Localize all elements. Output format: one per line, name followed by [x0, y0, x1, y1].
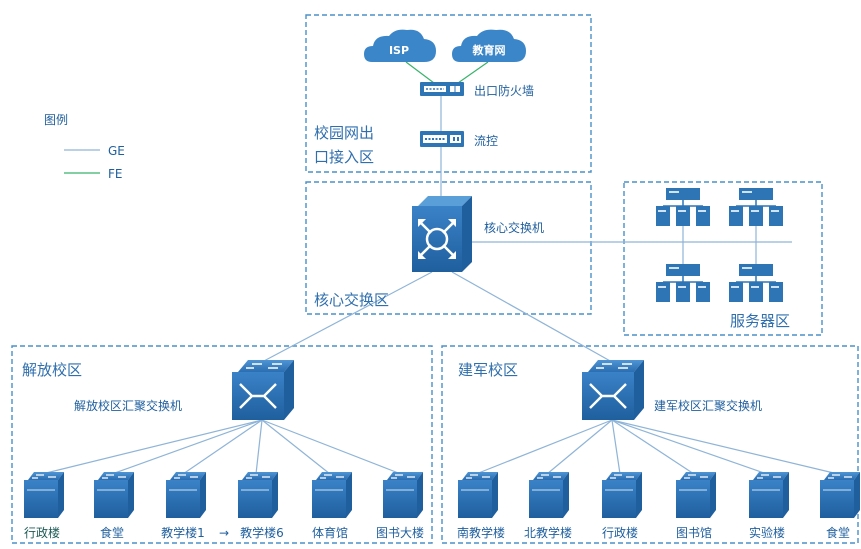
legend: 图例 GE FE — [44, 113, 125, 181]
links — [41, 61, 839, 475]
range-arrow: → — [219, 526, 229, 540]
access-switch-icon — [602, 472, 642, 518]
jiefang-zone-label: 解放校区 — [22, 361, 82, 379]
building-label: 图书大楼 — [376, 525, 424, 540]
access-switch-icon — [312, 472, 352, 518]
access-switch-icon — [749, 472, 789, 518]
jiefang-access-switches — [24, 472, 423, 518]
access-switch-icon — [529, 472, 569, 518]
cloud-label-isp: ISP — [389, 44, 409, 57]
core-zone — [305, 181, 592, 315]
access-switch-icon — [94, 472, 134, 518]
access-switch-icon — [820, 472, 860, 518]
flow-control-icon — [420, 131, 464, 147]
server-rack-icon — [656, 188, 710, 226]
building-label: 食堂 — [826, 525, 850, 540]
access-switch-icon — [383, 472, 423, 518]
server-zone-label: 服务器区 — [730, 312, 790, 330]
flow-control-label: 流控 — [474, 134, 498, 148]
access-switch-icon — [676, 472, 716, 518]
access-switch-icon — [166, 472, 206, 518]
jianjun-zone-label: 建军校区 — [458, 361, 518, 379]
server-zone — [623, 181, 823, 336]
internet-zone — [305, 14, 592, 173]
legend-fe-label: FE — [108, 167, 122, 181]
jiefang-aggregation-label: 解放校区汇聚交换机 — [74, 398, 182, 413]
building-label: 教学楼6 — [240, 525, 284, 540]
jianjun-aggregation-switch-icon — [582, 360, 644, 420]
core-switch-icon — [412, 196, 472, 272]
core-switch-label: 核心交换机 — [484, 220, 544, 235]
jiefang-zone — [11, 345, 433, 544]
access-switch-icon — [24, 472, 64, 518]
cloud-label-edu: 教育网 — [472, 43, 506, 57]
jianjun-zone — [441, 345, 859, 544]
building-label: 南教学楼 — [457, 525, 505, 540]
internet-zone-label-line1: 校园网出 — [314, 124, 374, 142]
access-switch-icon — [238, 472, 278, 518]
jianjun-access-switches — [458, 472, 860, 518]
server-zone-servers — [656, 188, 783, 302]
server-rack-icon — [729, 188, 783, 226]
education-network-cloud-icon: 教育网 — [452, 29, 526, 63]
building-label: 食堂 — [100, 525, 124, 540]
core-zone-label: 核心交换区 — [314, 291, 389, 309]
building-label: 体育馆 — [312, 525, 348, 540]
building-label: 图书馆 — [676, 525, 712, 540]
jianjun-aggregation-label: 建军校区汇聚交换机 — [654, 398, 762, 413]
isp-cloud-icon: ISP — [364, 29, 436, 63]
internet-zone-label-line2: 口接入区 — [314, 148, 374, 166]
legend-title: 图例 — [44, 113, 68, 127]
firewall-icon — [420, 82, 464, 96]
jiefang-aggregation-switch-icon — [232, 360, 294, 420]
building-label: 行政楼 — [24, 525, 60, 540]
building-label: 北教学楼 — [524, 525, 572, 540]
access-switch-icon — [458, 472, 498, 518]
building-label: 教学楼1 — [161, 525, 205, 540]
legend-ge-label: GE — [108, 144, 125, 158]
server-rack-icon — [729, 264, 783, 302]
building-label: 行政楼 — [602, 525, 638, 540]
server-rack-icon — [656, 264, 710, 302]
firewall-label: 出口防火墙 — [474, 83, 534, 98]
building-label: 实验楼 — [749, 525, 785, 540]
